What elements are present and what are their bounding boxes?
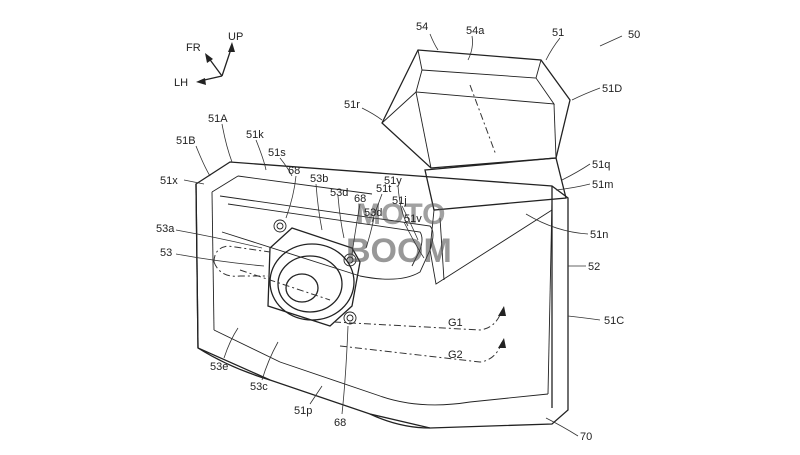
label-70: 70 (580, 431, 592, 443)
label-51D: 51D (602, 83, 622, 95)
reference-labels: 50 54 54a 51 51D 51r 51A 51B 51k 51s 51x… (156, 21, 640, 443)
label-front: FR (186, 42, 201, 54)
label-51A: 51A (208, 113, 228, 125)
label-51j: 51j (392, 195, 407, 207)
upper-duct (381, 49, 571, 211)
label-54a: 54a (466, 25, 485, 37)
label-51k: 51k (246, 129, 264, 141)
direction-indicator: UP FR LH (174, 31, 243, 89)
label-53e: 53e (210, 361, 228, 373)
label-51x: 51x (160, 175, 178, 187)
label-53d-lower: 53d (364, 207, 382, 219)
box-body (195, 161, 569, 429)
label-51p: 51p (294, 405, 312, 417)
label-up: UP (228, 31, 243, 43)
airflow-arrows (239, 269, 506, 363)
label-G2: G2 (448, 349, 463, 361)
label-53c: 53c (250, 381, 268, 393)
label-51m: 51m (592, 179, 613, 191)
leader-lines (175, 33, 623, 437)
label-51B: 51B (176, 135, 196, 147)
label-51r: 51r (344, 99, 360, 111)
label-53: 53 (160, 247, 172, 259)
label-54: 54 (416, 21, 428, 33)
label-51v: 51v (404, 213, 422, 225)
label-51t: 51t (376, 183, 391, 195)
watermark: MOTO BOOM (346, 198, 452, 270)
label-52: 52 (588, 261, 600, 273)
label-51y: 51y (384, 175, 402, 187)
label-G1: G1 (448, 317, 463, 329)
watermark-line1: MOTO (356, 198, 445, 231)
label-68-top: 68 (288, 165, 300, 177)
label-51n: 51n (590, 229, 608, 241)
label-53b: 53b (310, 173, 328, 185)
label-50: 50 (628, 29, 640, 41)
label-53a: 53a (156, 223, 175, 235)
label-68-middle: 68 (354, 193, 366, 205)
label-53d-upper: 53d (330, 187, 348, 199)
label-51s: 51s (268, 147, 286, 159)
label-51q: 51q (592, 159, 610, 171)
label-68-bottom: 68 (334, 417, 346, 429)
label-51: 51 (552, 27, 564, 39)
label-left: LH (174, 77, 188, 89)
watermark-line2: BOOM (346, 232, 452, 270)
label-51C: 51C (604, 315, 624, 327)
fan-assembly (213, 219, 361, 327)
